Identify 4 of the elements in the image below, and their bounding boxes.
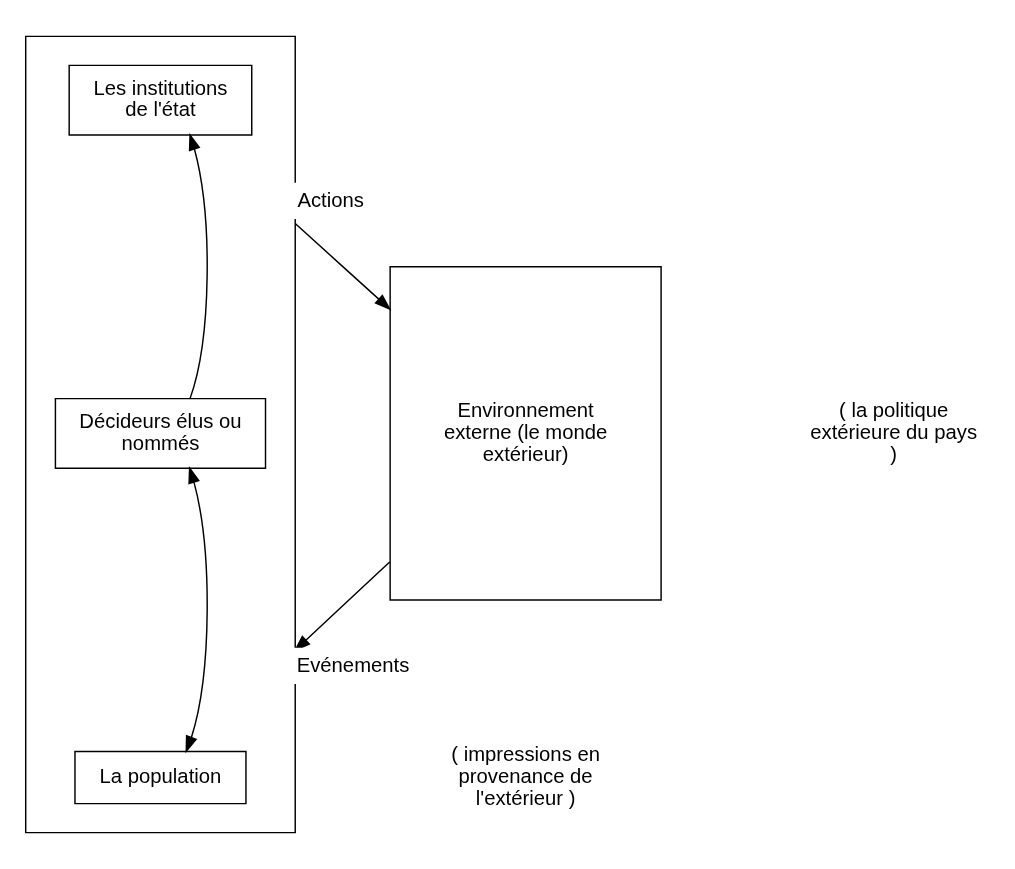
label: ( la politique extérieure du pays )	[810, 399, 978, 465]
edge-label: Evénements	[296, 654, 410, 677]
edge-label: Actions	[297, 188, 364, 211]
label: ( impressions en provenance de l'extérieur )	[451, 743, 600, 809]
